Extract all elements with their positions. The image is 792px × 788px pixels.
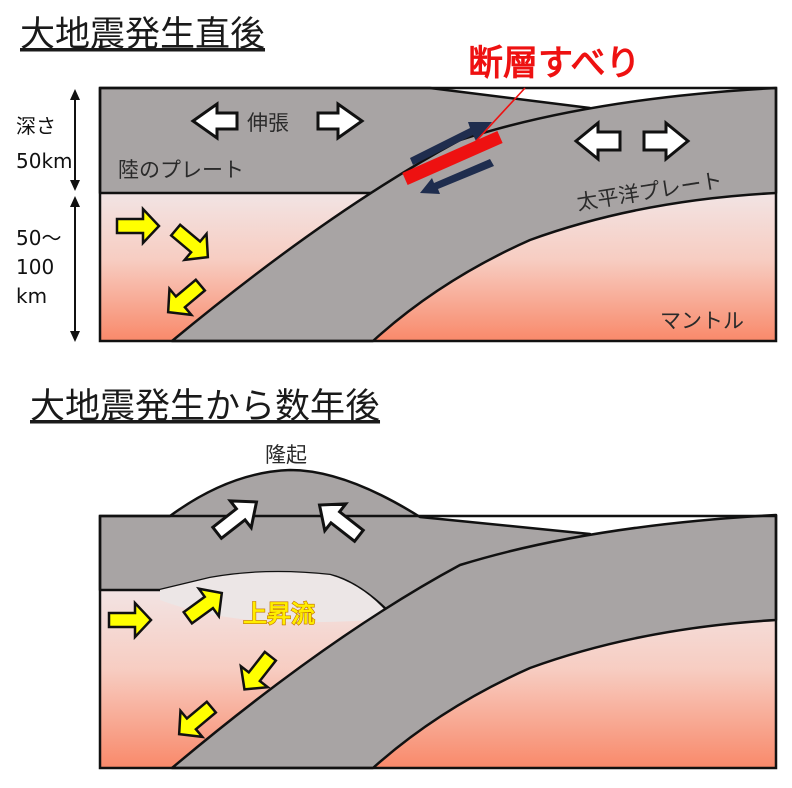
extension-arrow-left-icon xyxy=(190,101,239,141)
extension-label: 伸張 xyxy=(247,111,289,135)
bottom-panel-frame xyxy=(98,514,778,770)
uplift-arrow-right-icon xyxy=(317,502,366,544)
depth-scale xyxy=(70,89,80,342)
top-panel-frame xyxy=(98,86,778,343)
top-panel-title: 大地震発生直後 xyxy=(20,15,265,55)
pacific-plate xyxy=(170,86,778,343)
fault-leader-line xyxy=(465,87,526,153)
slip-arrow-upper-icon xyxy=(410,122,492,165)
mantle-label: マントル xyxy=(660,309,744,333)
fault-slip-label: 断層すべり xyxy=(468,44,641,84)
continental-plate-label: 陸のプレート xyxy=(118,158,244,182)
upwelling-label: 上昇流 xyxy=(243,600,315,628)
depth-label-line3: 50～ xyxy=(16,226,61,250)
top-panel: 大地震発生直後 深さ 50km 50～ 100 km 伸張 xyxy=(16,15,778,343)
depth-label-line2: 50km xyxy=(16,149,73,173)
pacific-extension-arrows-icon xyxy=(573,119,691,163)
uplift-arrow-left-icon xyxy=(210,499,259,541)
fault-plane xyxy=(402,131,503,185)
depth-label-line4: 100 xyxy=(16,255,54,279)
slip-arrow-lower-icon xyxy=(420,159,494,194)
depth-label-line5: km xyxy=(16,284,47,308)
extension-arrow-right-icon xyxy=(316,101,365,141)
uplift-label: 隆起 xyxy=(265,443,307,467)
depth-label-line1: 深さ xyxy=(16,114,56,138)
bottom-panel: 大地震発生から数年後 隆起 上昇流 xyxy=(30,387,778,770)
bottom-panel-title: 大地震発生から数年後 xyxy=(30,387,380,427)
